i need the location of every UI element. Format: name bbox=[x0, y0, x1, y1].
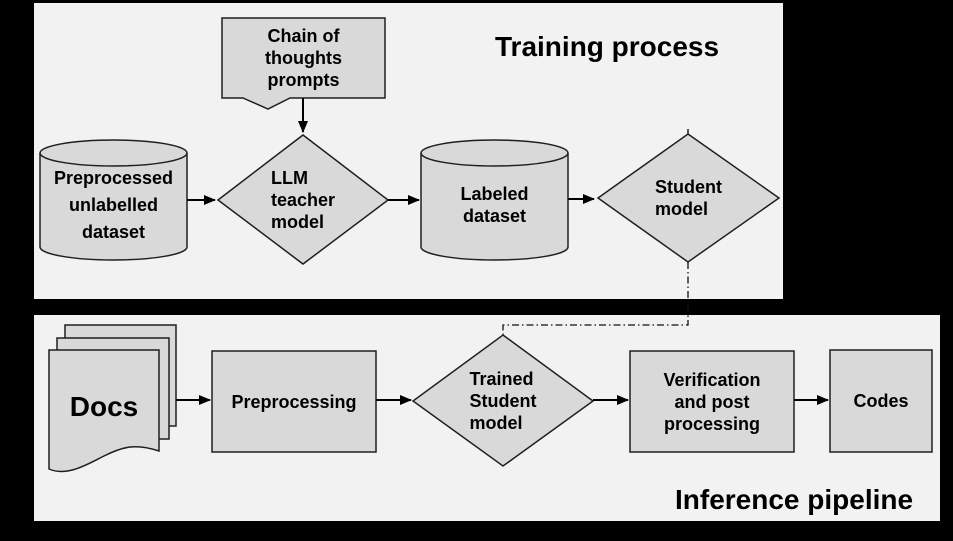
student-model-label: Student model bbox=[655, 177, 722, 219]
preprocessing-rect-shape bbox=[211, 350, 377, 453]
chain-of-thoughts-label: Chain of thoughts prompts bbox=[265, 26, 342, 90]
docs-stack-shape bbox=[48, 324, 177, 473]
inference-pipeline-title: Inference pipeline bbox=[675, 484, 914, 515]
trained-student-model-label: Trained Student model bbox=[469, 368, 537, 433]
codes-rect-shape bbox=[829, 349, 933, 453]
verification-rect-shape bbox=[629, 350, 795, 453]
verification-label: Verification and post processing bbox=[663, 369, 761, 434]
trained-student-diamond-shape bbox=[411, 334, 595, 467]
llm-teacher-model-diamond-shape bbox=[216, 134, 390, 265]
llm-teacher-model-label: LLM teacher model bbox=[270, 167, 336, 232]
labeled-dataset-cylinder-shape bbox=[420, 139, 569, 261]
codes-label: Codes bbox=[853, 391, 909, 411]
chain-of-thoughts-callout-shape bbox=[221, 17, 386, 110]
labeled-dataset-label: Labeled dataset bbox=[460, 184, 529, 226]
preprocessing-label: Preprocessing bbox=[231, 391, 357, 412]
preprocessed-dataset-label: Preprocessed unlabelled dataset bbox=[53, 167, 174, 242]
training-process-title: Training process bbox=[495, 31, 720, 62]
connector-student-to-trained bbox=[502, 262, 689, 335]
preprocessed-dataset-cylinder-shape bbox=[39, 139, 188, 261]
docs-label: Docs bbox=[69, 391, 139, 422]
